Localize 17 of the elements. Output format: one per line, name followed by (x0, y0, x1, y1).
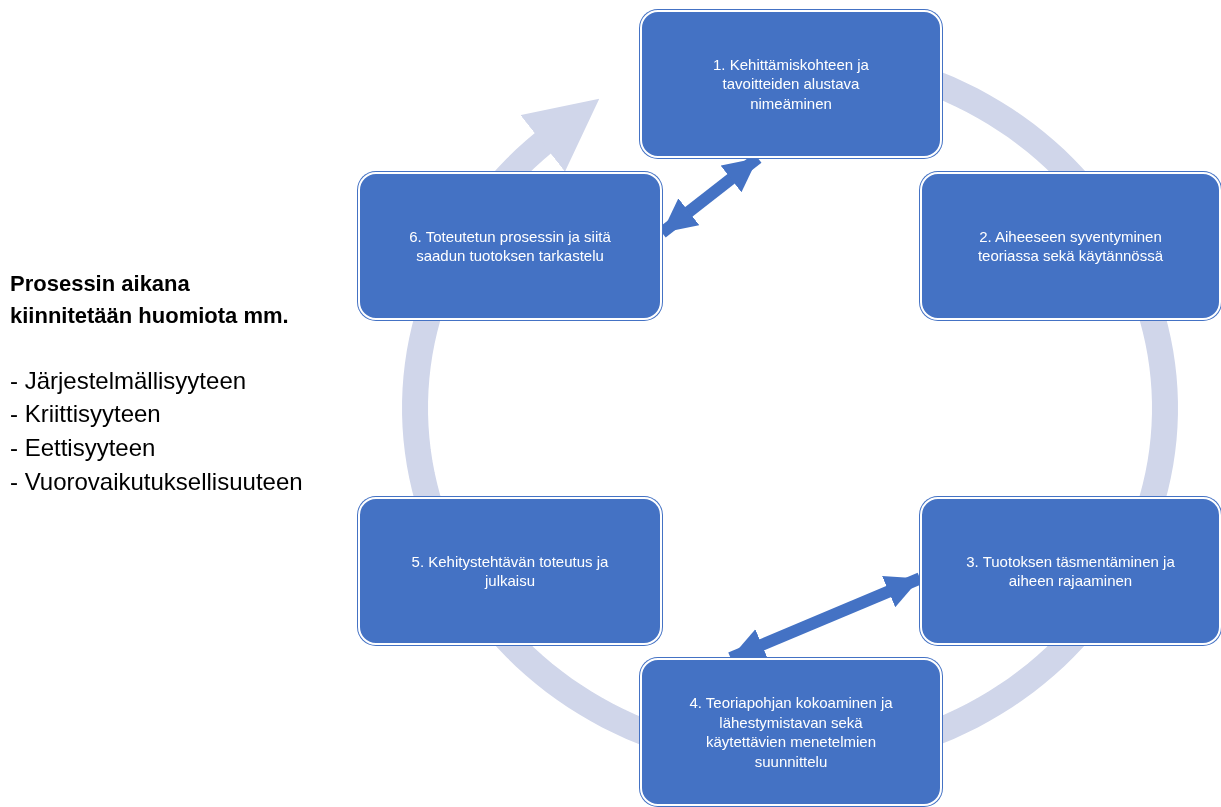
process-box (358, 497, 662, 645)
process-box (640, 658, 942, 806)
step-text: 2. Aiheeseen syventyminen teoriassa sekä käytännössä (976, 226, 1165, 266)
list-item: - Järjestelmällisyyteen (10, 365, 247, 396)
process-box (920, 172, 1221, 320)
process-box (920, 497, 1221, 645)
process-box (358, 172, 662, 320)
step-text: 4. Teoriapohjan kokoaminen ja lähestymistavan sekä käytettävien menetelmien suunnittelu (688, 693, 894, 771)
process-box (640, 10, 942, 158)
list-item: - Eettisyyteen (10, 432, 156, 463)
step-text: 1. Kehittämiskohteen ja tavoitteiden alustava nimeäminen (712, 54, 870, 114)
list-item: - Vuorovaikutuksellisuuteen (10, 466, 303, 497)
step-text: 6. Toteutetun prosessin ja siitä saadun tuotoksen tarkastelu (408, 226, 612, 266)
step-text: 5. Kehitystehtävän toteutus ja julkaisu (410, 551, 610, 591)
step-text: 3. Tuotoksen täsmentäminen ja aiheen rajaaminen (965, 551, 1176, 591)
note-heading: Prosessin aikana kiinnitetään huomiota mm. (10, 270, 290, 330)
list-item: - Kriittisyyteen (10, 399, 161, 430)
